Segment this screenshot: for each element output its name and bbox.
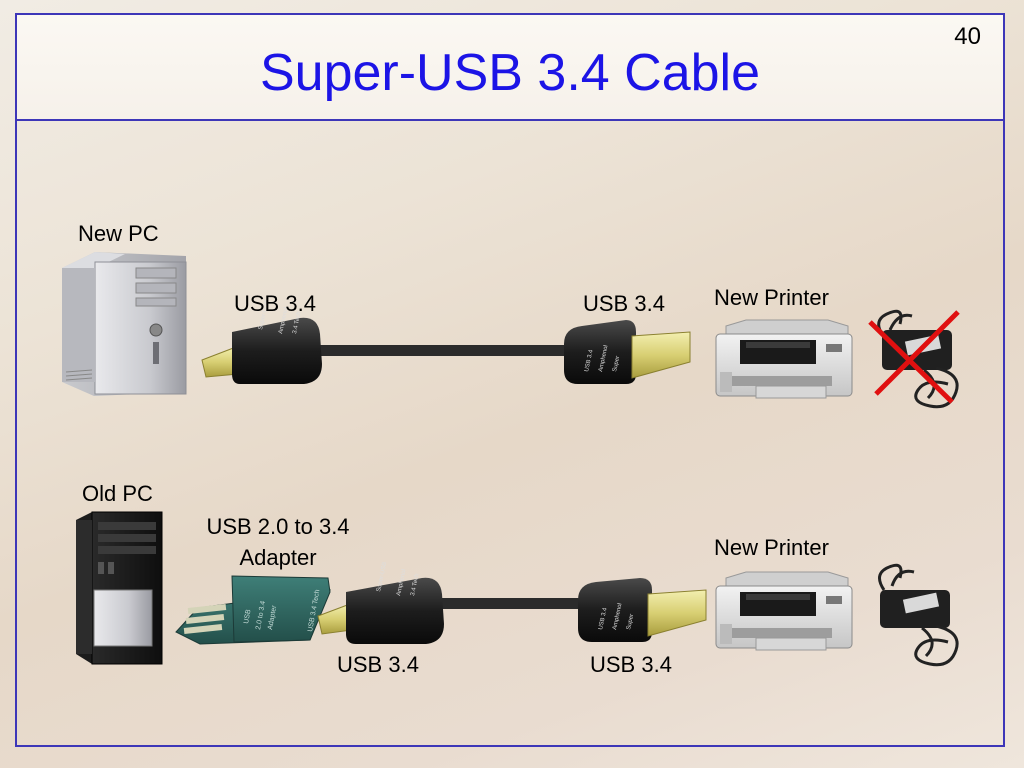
adapter-text: USB [243,609,252,625]
usb-plug-icon: USB 3.4 Amphenol Super [578,578,707,642]
new-pc-label: New PC [78,221,159,246]
adapter-text: Adapter [267,604,278,630]
black-tower-icon [76,511,163,665]
top-right-connector-label: USB 3.4 [583,291,665,316]
adapter-label-line1: USB 2.0 to 3.4 [206,514,350,539]
usb-adapter-icon: USB 2.0 to 3.4 Adapter USB 3.4 Tech [175,575,331,645]
page-number: 40 [954,23,981,50]
usb-cable-bottom: Super-USB Amphenol 3.4 Tech USB 3.4 Amph… [317,561,707,644]
plug-text: Amphenol [278,307,289,335]
bottom-right-connector-label: USB 3.4 [590,652,672,677]
plug-text: Amphenol [612,603,623,631]
usb-cable-top: Super-USB Amphenol 3.4 Tech USB 3.4 Amph… [201,299,691,384]
plug-text: USB 3.4 [598,607,609,631]
plug-text: 3.4 Tech [410,573,421,596]
top-printer-label: New Printer [714,285,829,310]
slide-frame: Super-USB 3.4 Cable 40 [15,13,1005,747]
usb-plug-icon: Super-USB Amphenol 3.4 Tech [201,299,322,384]
old-pc-label: Old PC [82,481,153,506]
title-bar: Super-USB 3.4 Cable 40 [17,15,1003,121]
bottom-printer-label: New Printer [714,535,829,560]
plug-text: 3.4 Tech [292,311,303,334]
top-left-connector-label: USB 3.4 [234,291,316,316]
plug-text: Amphenol [598,345,609,373]
plug-text: Super [626,614,635,631]
slide-title: Super-USB 3.4 Cable [259,44,761,102]
power-adapter-icon [878,563,959,667]
cross-out-icon [868,310,960,404]
adapter-label-line2: Adapter [239,545,317,570]
plug-text: USB 3.4 [584,349,595,373]
laser-printer-icon [715,571,853,651]
plug-text: Super [612,356,621,373]
bottom-left-connector-label: USB 3.4 [337,652,419,677]
plug-text: Amphenol [396,569,407,597]
adapter-text: 2.0 to 3.4 [255,600,267,630]
desktop-tower-icon [62,252,187,396]
usb-plug-icon: Super-USB Amphenol 3.4 Tech [317,561,444,644]
laser-printer-icon [715,319,853,399]
usb-plug-icon: USB 3.4 Amphenol Super [564,320,691,384]
